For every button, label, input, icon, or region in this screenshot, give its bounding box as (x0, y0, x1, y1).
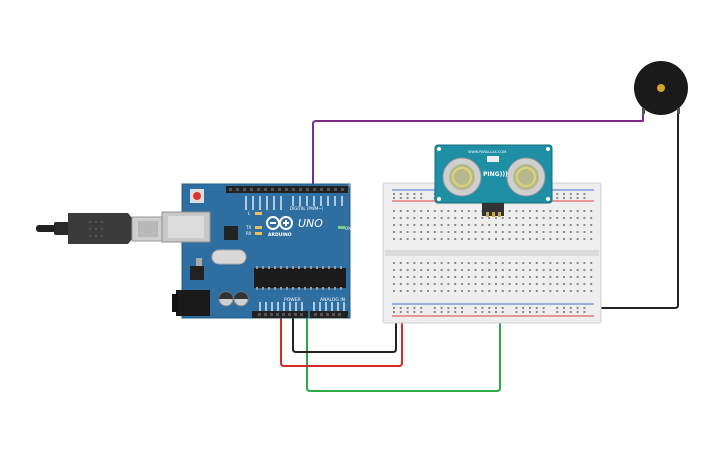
regulator-icon (190, 266, 204, 280)
usb-chip-icon (224, 226, 238, 240)
power-header (252, 311, 308, 318)
reset-button-icon[interactable] (190, 189, 204, 203)
digital-header-label: DIGITAL (PWM~) (290, 206, 324, 211)
svg-text:RX: RX (246, 231, 252, 236)
atmega-chip-icon (254, 266, 346, 290)
arduino-logo-icon: ARDUINO (266, 216, 293, 238)
wire-black-gnd[interactable] (292, 307, 397, 353)
power-header-label: POWER (284, 297, 301, 303)
power-jack-icon (172, 290, 210, 316)
svg-text:ON: ON (345, 226, 351, 231)
buzzer-icon[interactable] (634, 61, 688, 115)
wire-purple[interactable] (312, 111, 644, 189)
capacitors (218, 291, 249, 307)
svg-text:TX: TX (245, 225, 251, 230)
onboard-leds: L TX RX ON (245, 211, 351, 236)
usb-cable-icon (36, 213, 163, 244)
wire-red-5v[interactable] (280, 315, 403, 367)
wire-green[interactable] (306, 187, 501, 392)
ultrasonic-sensor-icon[interactable]: WWW.PARALLAX.COM PING))) (434, 144, 553, 217)
breadboard-holes (393, 193, 593, 313)
wire-buzzer-gnd[interactable] (593, 111, 679, 309)
arduino-uno-board[interactable]: DIGITAL (PWM~) L TX RX ON ARDUINO UNO (161, 183, 351, 319)
sensor-model-label: PING))) (483, 171, 508, 178)
uno-label: UNO (298, 217, 323, 230)
sensor-site-label: WWW.PARALLAX.COM (468, 150, 506, 154)
arduino-logo-text: ARDUINO (268, 232, 292, 238)
analog-header-label: ANALOG IN (320, 297, 345, 303)
breadboard[interactable] (382, 182, 602, 324)
svg-text:L: L (248, 211, 251, 216)
